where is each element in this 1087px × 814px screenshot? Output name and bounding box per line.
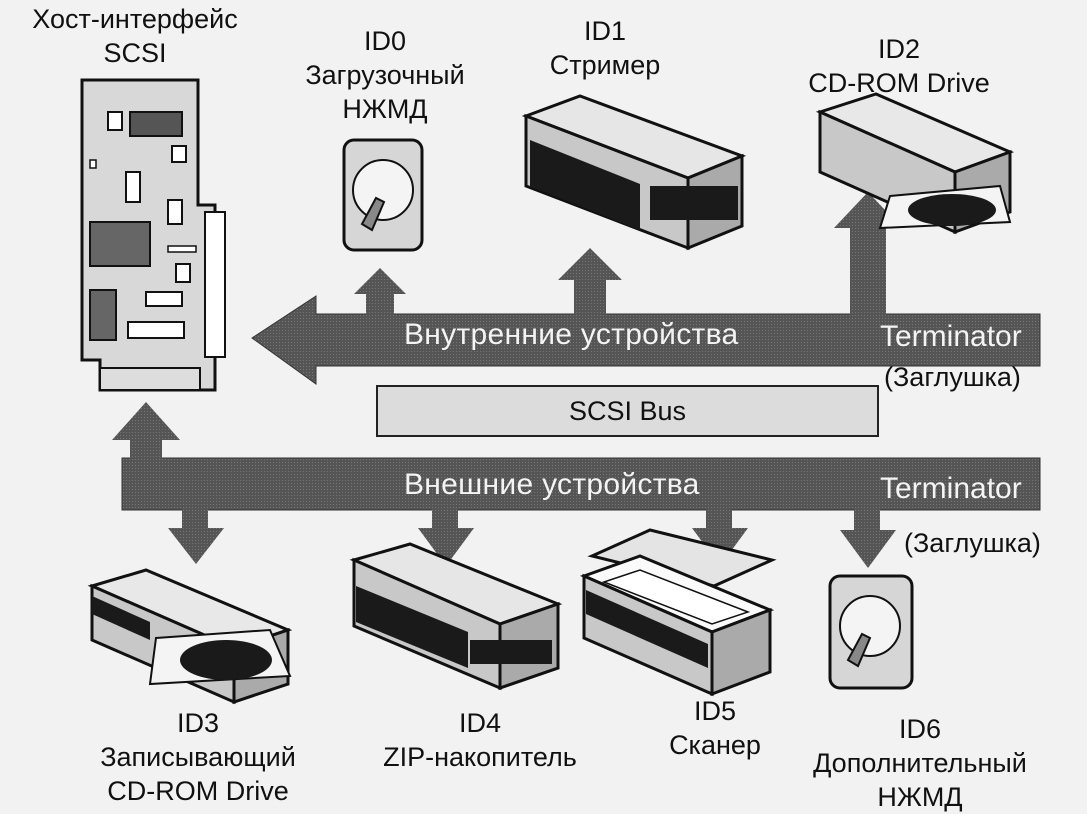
device-id: ID4	[458, 708, 502, 738]
internal-bus-arrow	[251, 295, 1041, 385]
arrow-down-id6	[840, 506, 896, 568]
device-label-id3: ID3 Записывающий CD-ROM Drive	[80, 706, 316, 808]
internal-bus-label: Внутренние устройства	[404, 318, 739, 351]
arrow-up-id1	[558, 248, 622, 316]
arrow-down-id4	[418, 506, 474, 566]
device-name: Записывающий	[100, 742, 296, 772]
hard-disk-icon	[342, 138, 424, 252]
external-bus-label: Внешние устройства	[404, 468, 700, 501]
host-interface-label: Хост-интерфейс SCSI	[18, 2, 252, 70]
external-terminator-note: (Заглушка)	[904, 528, 1041, 558]
device-name: Загрузочный	[305, 60, 465, 90]
cdrom-drive-icon	[815, 92, 1015, 235]
device-label-id0: ID0 Загрузочный НЖМД	[290, 24, 480, 126]
host-adapter-card	[80, 78, 226, 392]
scsi-bus-label: SCSI Bus	[376, 385, 879, 437]
arrow-down-id3	[168, 506, 224, 564]
device-label-id4: ID4 ZIP-накопитель	[370, 706, 590, 774]
device-id: ID1	[583, 16, 627, 46]
tape-streamer-icon	[521, 94, 747, 251]
device-name: Дополнительный	[813, 748, 1027, 778]
internal-terminator-note: (Заглушка)	[884, 362, 1021, 392]
arrow-down-id5	[692, 506, 748, 566]
device-name: ZIP-накопитель	[383, 742, 577, 772]
device-id: ID0	[363, 26, 407, 56]
device-id: ID3	[176, 708, 220, 738]
device-name: CD-ROM Drive	[107, 776, 289, 806]
external-bus-bar	[121, 457, 1041, 511]
cd-writer-icon	[87, 568, 293, 705]
device-name: Сканер	[669, 730, 761, 760]
device-name: CD-ROM Drive	[808, 68, 990, 98]
arrow-up-host	[112, 402, 180, 462]
device-name: Стример	[549, 50, 661, 80]
device-label-id1: ID1 Стример	[520, 14, 690, 82]
device-id: ID2	[877, 34, 921, 64]
device-label-id6: ID6 Дополнительный НЖМД	[790, 712, 1050, 814]
device-label-id2: ID2 CD-ROM Drive	[790, 32, 1008, 100]
arrow-up-id0	[354, 268, 406, 316]
device-label-id5: ID5 Сканер	[650, 694, 780, 762]
internal-terminator-label: Terminator	[880, 320, 1022, 353]
device-name: НЖМД	[342, 94, 428, 124]
scanner-icon	[579, 528, 777, 697]
host-title-line2: SCSI	[103, 38, 167, 68]
device-id: ID6	[898, 714, 942, 744]
external-terminator-label: Terminator	[880, 472, 1022, 505]
zip-drive-icon	[349, 542, 563, 691]
hard-disk-icon	[828, 574, 914, 690]
device-name: НЖМД	[877, 782, 963, 812]
host-title-line1: Хост-интерфейс	[32, 4, 238, 34]
device-id: ID5	[693, 696, 737, 726]
